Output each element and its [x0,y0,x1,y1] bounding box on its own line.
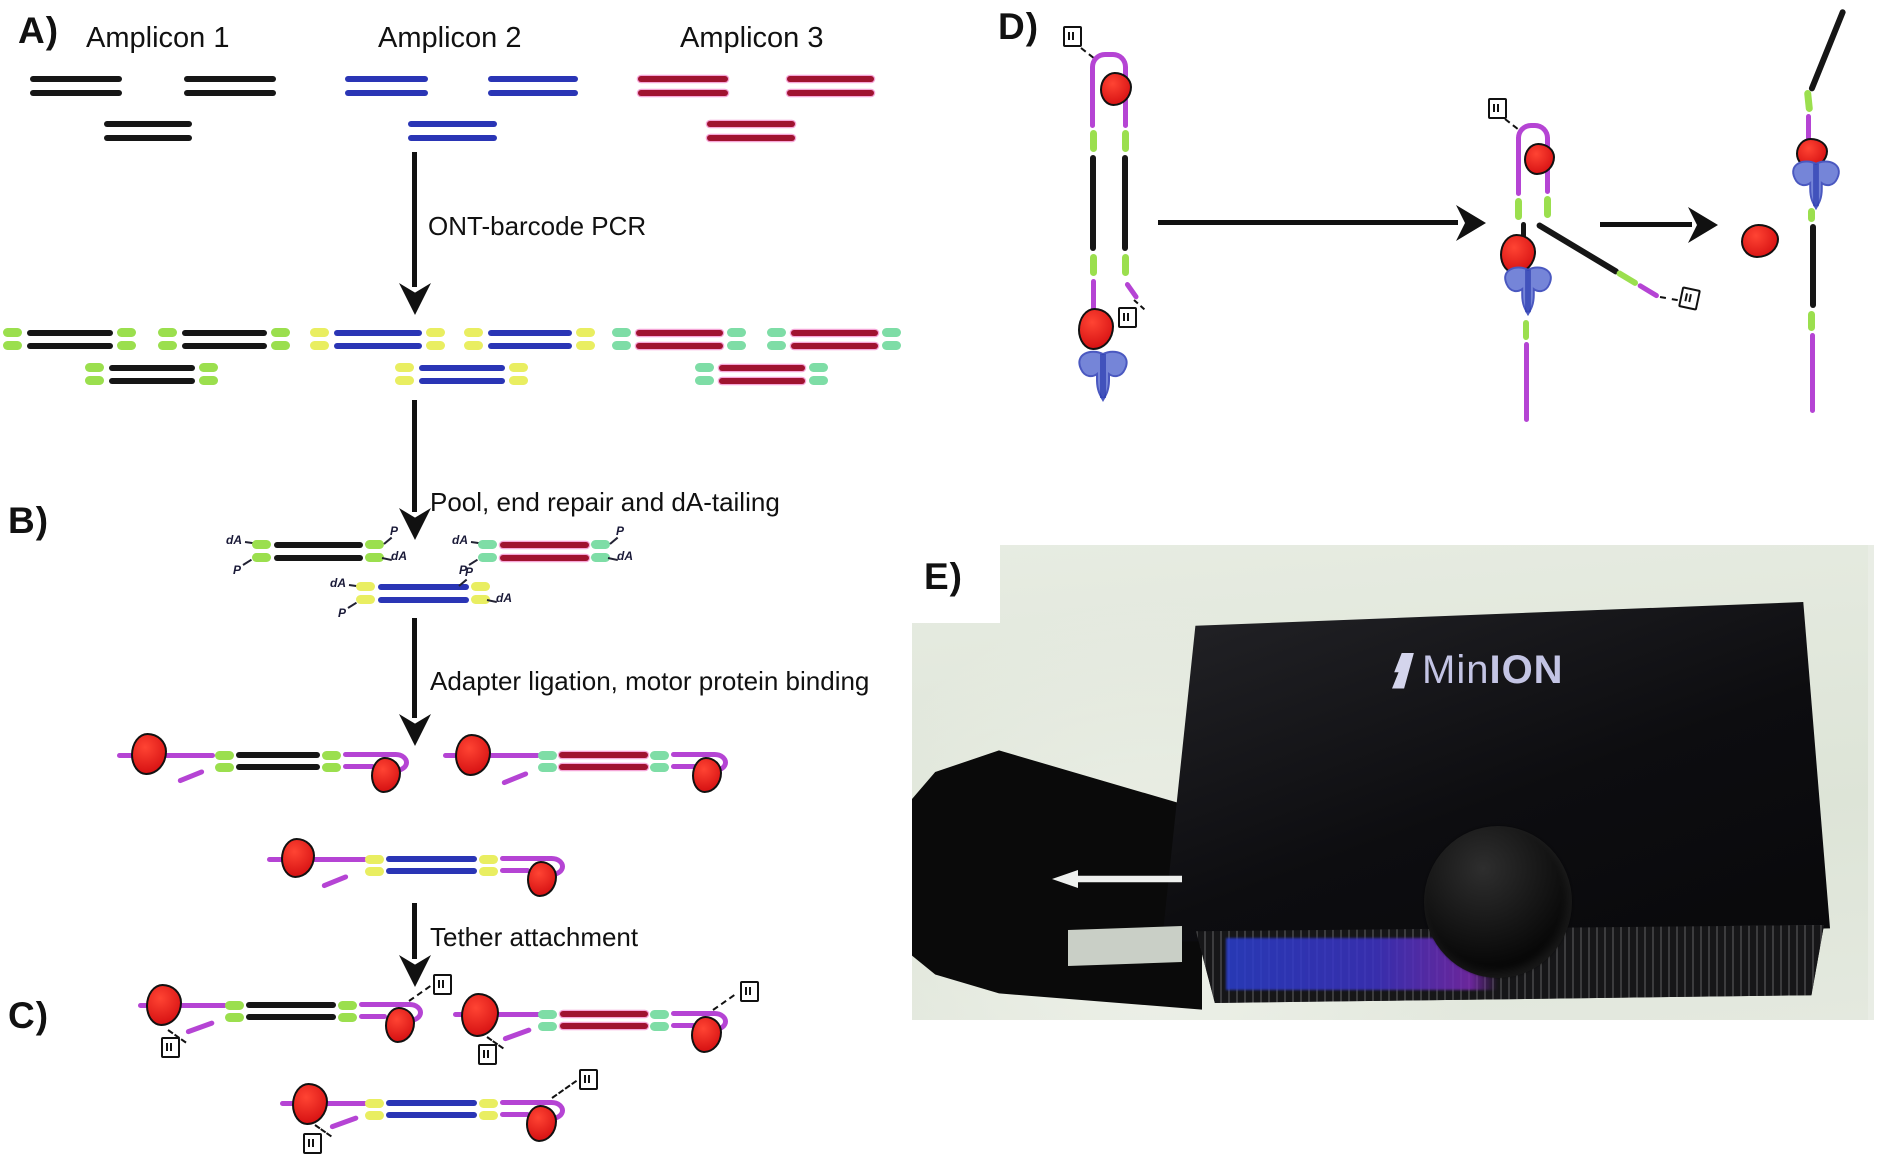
arrow-down-1 [412,152,417,287]
nanopore [1504,266,1552,317]
arrowhead-right-1-icon [1456,205,1486,241]
motor-protein-blob [131,733,167,775]
arrow-right-1 [1158,220,1458,225]
panel-b-label: B) [8,500,50,541]
motor-protein-blob [281,838,315,878]
step4-label: Tether attachment [430,922,639,952]
tether-square [1118,307,1137,328]
tether-square [478,1044,497,1065]
arrowhead-right-2-icon [1688,207,1718,243]
step1-label: ONT-barcode PCR [428,211,647,241]
ont-logo-icon [1392,652,1414,689]
arrow-down-3 [412,618,417,718]
step2-label: Pool, end repair and dA-tailing [430,487,780,517]
tether-square [161,1037,180,1058]
arrowhead-down-3-icon [399,714,431,746]
released-motor-protein-blob [1741,224,1779,258]
tether-square [579,1069,598,1090]
motor-protein-blob [1524,143,1555,175]
motor-protein-blob [1078,308,1114,350]
panel-a-label: A) [18,10,60,51]
coin [1424,826,1572,978]
motor-protein-blob [1500,234,1536,274]
nanopore [1078,350,1128,402]
motor-protein-blob [292,1083,328,1125]
step3-label: Adapter ligation, motor protein binding [430,666,870,696]
panel-d-label: D) [998,6,1040,47]
arrow-down-2 [412,400,417,512]
tether-square [433,974,452,995]
tether-square [1678,286,1701,311]
arrow-right-2 [1600,222,1692,227]
arrowhead-down-4-icon [399,955,431,987]
motor-protein-blob [526,1105,557,1142]
motor-protein-blob [527,861,557,897]
tether-square [740,981,759,1002]
motor-protein-blob [691,1016,722,1053]
tether-square [1063,26,1082,47]
tether-square [303,1133,322,1154]
motor-protein-blob [146,984,182,1026]
hairpin-loop [1516,123,1550,141]
hairpin-loop [1090,52,1128,71]
nanopore [1792,160,1840,211]
logo-text-ion: ION [1489,648,1564,692]
logo-text-min: Min [1422,648,1490,692]
amplicon-2-header: Amplicon 2 [378,22,522,54]
motor-protein-blob [371,757,401,793]
motor-protein-blob [692,757,722,793]
arrowhead-down-2-icon [399,508,431,540]
motor-protein-blob [455,734,491,776]
motor-protein-blob [461,993,499,1037]
motor-protein-blob [385,1007,415,1043]
minion-logo: MinION [1392,648,1564,693]
amplicon-1-header: Amplicon 1 [86,22,230,54]
amplicon-3-header: Amplicon 3 [680,22,824,54]
tether-square [1488,98,1507,119]
cable-slot [1068,926,1182,966]
arrowhead-down-1-icon [399,283,431,315]
arrow-down-4 [412,903,417,959]
panel-c-label: C) [8,995,50,1036]
panel-e-label: E) [924,556,963,597]
panel-e-label-box [912,545,1000,623]
